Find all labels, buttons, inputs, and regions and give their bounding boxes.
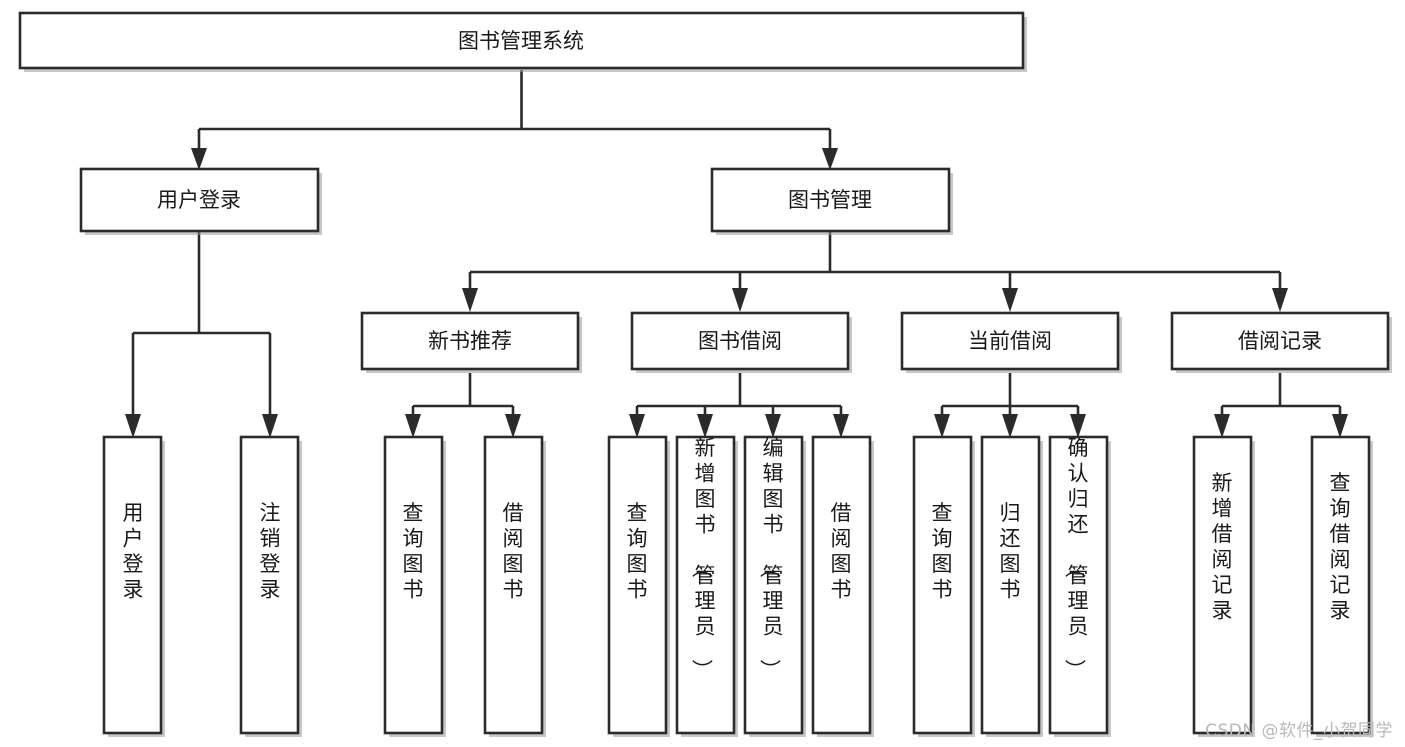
arrow-icon (1272, 288, 1288, 312)
csdn-watermark: CSDN @软件_小贺同学 (1205, 721, 1393, 741)
arrow-icon (1002, 288, 1018, 312)
node-leaf-add-record[interactable]: 新增借阅记录 (1192, 435, 1255, 737)
arrowhead-layer (125, 148, 1348, 438)
node-label-new-book-recommend: 新书推荐 (428, 329, 512, 353)
node-label-leaf-confirm-return: 确认归还（管理员） (1063, 436, 1089, 680)
node-rect[interactable] (607, 435, 668, 735)
node-rect[interactable] (743, 435, 804, 735)
arrow-icon (262, 414, 278, 438)
arrow-icon (1002, 414, 1018, 438)
node-borrow-record[interactable]: 借阅记录 (1170, 311, 1392, 373)
node-rect[interactable] (1048, 435, 1109, 735)
node-rect[interactable] (18, 11, 1025, 70)
node-label-root: 图书管理系统 (458, 29, 584, 53)
node-rect[interactable] (79, 167, 320, 233)
arrow-icon (462, 288, 478, 312)
arrow-icon (697, 414, 713, 438)
node-leaf-borrow-book-1[interactable]: 借阅图书 (483, 435, 546, 737)
node-book-manage[interactable]: 图书管理 (710, 167, 953, 235)
node-rect[interactable] (811, 435, 872, 735)
node-rect[interactable] (360, 311, 580, 371)
node-rect[interactable] (710, 167, 951, 233)
node-leaf-return-book[interactable]: 归还图书 (980, 435, 1043, 737)
node-label-leaf-logout: 注销登录 (260, 501, 281, 602)
node-label-leaf-query-book-2: 查询图书 (627, 501, 648, 602)
node-leaf-query-book-1[interactable]: 查询图书 (383, 435, 446, 737)
node-rect[interactable] (675, 435, 736, 735)
node-rect[interactable] (483, 435, 544, 735)
arrow-icon (833, 414, 849, 438)
node-leaf-user-login[interactable]: 用户登录 (102, 435, 165, 737)
node-label-current-borrow: 当前借阅 (968, 329, 1052, 353)
node-leaf-query-book-2[interactable]: 查询图书 (607, 435, 670, 737)
node-rect[interactable] (1192, 435, 1253, 735)
arrow-icon (765, 414, 781, 438)
node-label-leaf-query-book-3: 查询图书 (932, 501, 953, 602)
node-root[interactable]: 图书管理系统 (18, 11, 1027, 72)
node-leaf-query-record[interactable]: 查询借阅记录 (1310, 435, 1373, 737)
arrow-icon (1332, 414, 1348, 438)
node-label-leaf-user-login: 用户登录 (123, 501, 144, 602)
node-label-book-manage: 图书管理 (788, 188, 872, 212)
node-rect[interactable] (980, 435, 1041, 735)
node-rect[interactable] (900, 311, 1120, 371)
node-leaf-add-book[interactable]: 新增图书（管理员） (675, 435, 738, 737)
node-new-book-recommend[interactable]: 新书推荐 (360, 311, 582, 373)
arrow-icon (505, 414, 521, 438)
node-label-book-borrow: 图书借阅 (698, 329, 782, 353)
node-rect[interactable] (102, 435, 163, 735)
node-label-user-login: 用户登录 (157, 188, 241, 212)
node-leaf-borrow-book-2[interactable]: 借阅图书 (811, 435, 874, 737)
arrow-icon (405, 414, 421, 438)
arrow-icon (125, 414, 141, 438)
arrow-icon (1070, 414, 1086, 438)
node-rect[interactable] (630, 311, 850, 371)
node-leaf-logout[interactable]: 注销登录 (239, 435, 302, 737)
arrow-icon (1214, 414, 1230, 438)
arrow-icon (191, 148, 207, 170)
node-label-leaf-edit-book: 编辑图书（管理员） (758, 436, 784, 680)
node-book-borrow[interactable]: 图书借阅 (630, 311, 852, 373)
node-label-leaf-borrow-book-2: 借阅图书 (831, 501, 852, 602)
node-user-login[interactable]: 用户登录 (79, 167, 322, 235)
arrow-icon (629, 414, 645, 438)
node-rect[interactable] (239, 435, 300, 735)
arrow-icon (822, 148, 838, 170)
node-rect[interactable] (1170, 311, 1390, 371)
node-label-leaf-return-book: 归还图书 (1000, 501, 1021, 602)
node-label-leaf-add-book: 新增图书（管理员） (690, 436, 716, 680)
node-rect[interactable] (1310, 435, 1371, 735)
arrow-icon (934, 414, 950, 438)
node-label-leaf-add-record: 新增借阅记录 (1212, 471, 1233, 623)
node-current-borrow[interactable]: 当前借阅 (900, 311, 1122, 373)
node-label-leaf-borrow-book-1: 借阅图书 (503, 501, 524, 602)
node-label-borrow-record: 借阅记录 (1238, 329, 1322, 353)
node-rect[interactable] (383, 435, 444, 735)
arrow-icon (732, 288, 748, 312)
node-leaf-query-book-3[interactable]: 查询图书 (912, 435, 975, 737)
node-rect[interactable] (912, 435, 973, 735)
node-leaf-confirm-return[interactable]: 确认归还（管理员） (1048, 435, 1111, 737)
node-leaf-edit-book[interactable]: 编辑图书（管理员） (743, 435, 806, 737)
node-label-leaf-query-book-1: 查询图书 (403, 501, 424, 602)
node-label-leaf-query-record: 查询借阅记录 (1330, 471, 1351, 623)
